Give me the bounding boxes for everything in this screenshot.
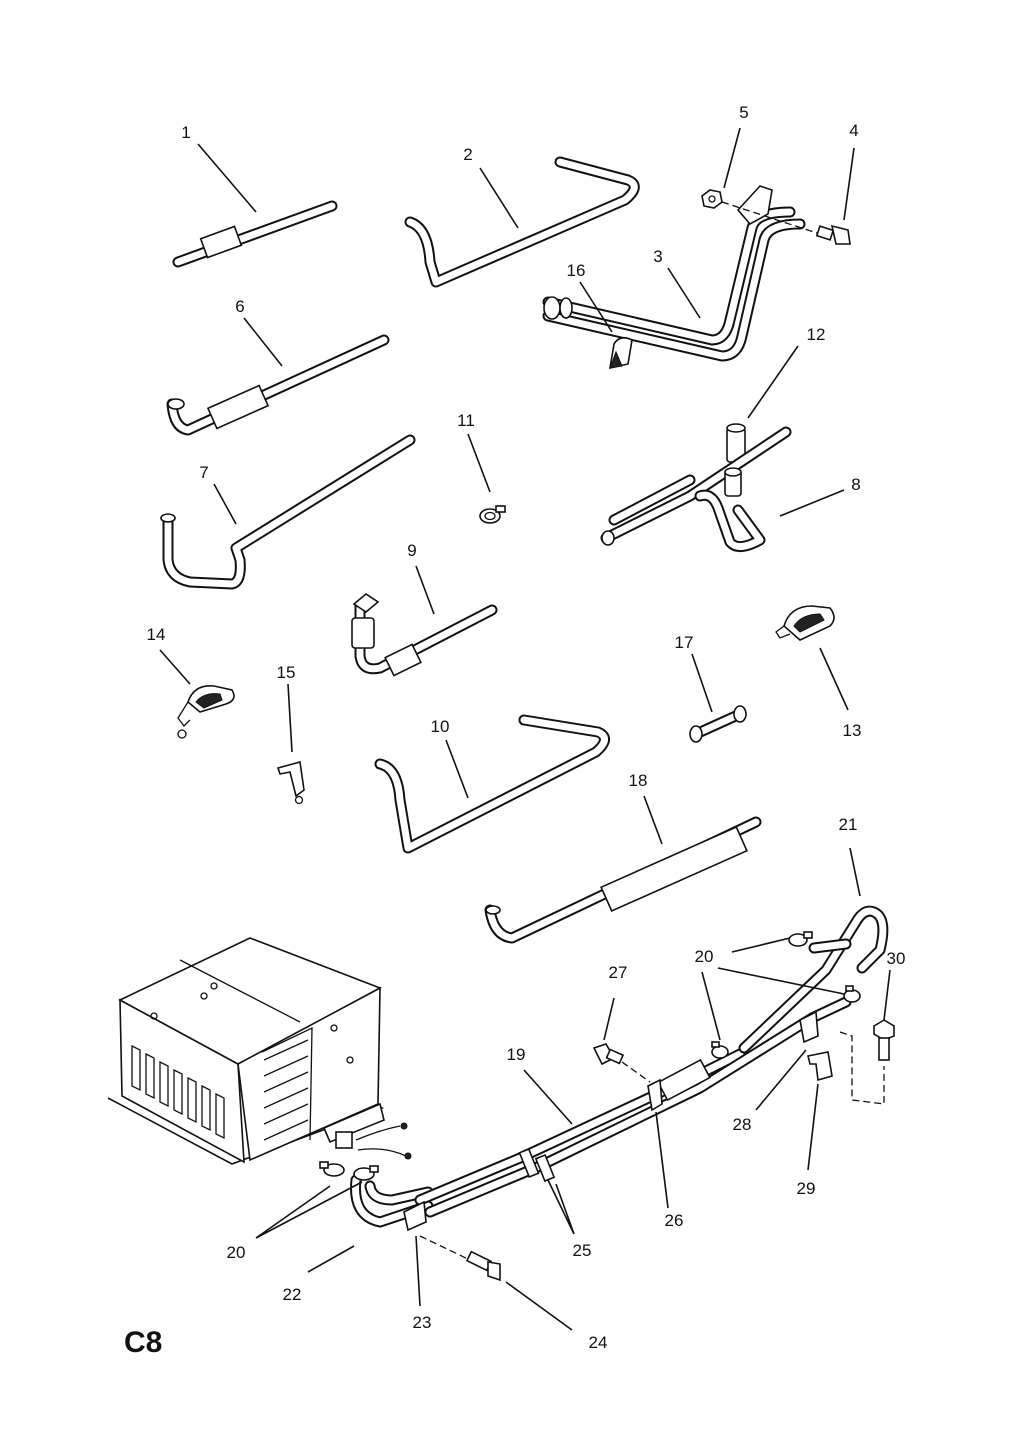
part-22-outlet-hose (350, 1174, 434, 1228)
part-25-clips (518, 1148, 556, 1183)
callout-25: 25 (573, 1241, 592, 1260)
part-2-u-hose (404, 156, 640, 288)
callout-17: 17 (675, 633, 694, 652)
callout-13: 13 (843, 721, 862, 740)
part-12-connector (726, 423, 746, 463)
part-26-clip (647, 1078, 663, 1112)
part-4-bolt (721, 201, 851, 245)
callout-6: 6 (235, 297, 244, 316)
callout-1: 1 (181, 123, 190, 142)
callout-20-right: 20 (695, 947, 714, 966)
part-7-bent-hose (160, 434, 416, 590)
part-9-hose-elbow-joint (351, 593, 498, 677)
callout-8: 8 (851, 475, 860, 494)
callout-2: 2 (463, 145, 472, 164)
callout-21: 21 (839, 815, 858, 834)
callout-14: 14 (147, 625, 166, 644)
part-27-bolt (592, 1043, 651, 1083)
callout-26: 26 (665, 1211, 684, 1230)
callout-28: 28 (733, 1115, 752, 1134)
heater-unit (107, 937, 412, 1165)
part-30-bolt (839, 1019, 895, 1105)
part-20-hose-clamps (319, 931, 861, 1181)
part-16-clip (609, 336, 633, 370)
callout-10: 10 (431, 717, 450, 736)
part-14-bracket-clamp (177, 685, 235, 739)
callout-19: 19 (507, 1045, 526, 1064)
callout-27: 27 (609, 963, 628, 982)
callout-12: 12 (807, 325, 826, 344)
part-6-hose-elbow (166, 334, 390, 436)
callout-18: 18 (629, 771, 648, 790)
part-19-main-hose (414, 996, 852, 1218)
part-21-return-hose (738, 905, 889, 1054)
callout-29: 29 (797, 1179, 816, 1198)
part-17-tube-connector (689, 705, 747, 743)
callout-24: 24 (589, 1333, 608, 1352)
part-5-nut (701, 189, 723, 209)
callout-7: 7 (199, 463, 208, 482)
callout-5: 5 (739, 103, 748, 122)
callout-16: 16 (567, 261, 586, 280)
callout-15: 15 (277, 663, 296, 682)
callout-4: 4 (849, 121, 858, 140)
callout-20-left: 20 (227, 1243, 246, 1262)
callout-3: 3 (653, 247, 662, 266)
leader-lines (159, 127, 891, 1331)
callout-11: 11 (457, 411, 475, 430)
callout-30: 30 (887, 949, 906, 968)
callout-9: 9 (407, 541, 416, 560)
section-code: C8 (124, 1326, 162, 1359)
part-11-hose-clamp (479, 505, 506, 524)
part-15-small-bracket (276, 760, 305, 805)
part-10-u-hose (374, 714, 610, 854)
part-3-pipe-with-bracket (542, 185, 806, 362)
part-24-bolt (419, 1235, 501, 1282)
part-18-hose-with-sleeve (484, 816, 762, 944)
part-8-t-pipe (600, 426, 792, 552)
part-23-clip (403, 1200, 427, 1232)
callout-22: 22 (283, 1285, 302, 1304)
callout-23: 23 (413, 1313, 432, 1332)
part-29-bracket (807, 1051, 833, 1082)
callout-labels: 1 2 3 4 5 6 7 8 9 10 11 12 13 14 15 16 1… (147, 103, 906, 1352)
part-1-hose-with-sleeve (172, 200, 338, 268)
part-13-clamp (775, 605, 835, 641)
part-28-clip (799, 1010, 819, 1044)
